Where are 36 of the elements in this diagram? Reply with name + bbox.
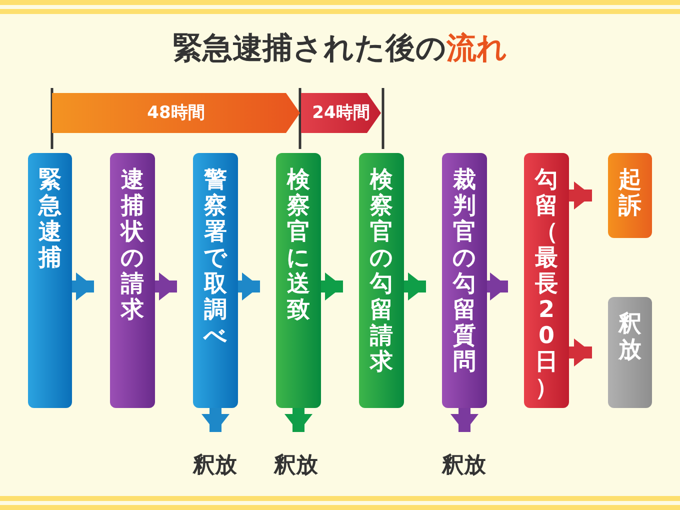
step-label: 逮捕状の請求 [118,167,146,323]
arrow [321,272,343,300]
step-box [608,297,652,408]
arrow [284,408,312,432]
arrow [72,272,94,300]
outcome-label: 釈放 [434,450,494,480]
arrow [569,338,592,366]
step-label: 警察署で取調べ [202,167,228,349]
step-box [359,153,404,408]
step-label: 検察官の勾留請求 [368,167,394,375]
step-box [28,153,72,408]
arrow [238,272,260,300]
time-band [301,93,381,133]
arrow [155,272,177,300]
arrow [569,182,592,210]
time-label: 48時間 [146,102,206,125]
step-label: 緊急逮捕 [36,167,62,271]
step-label: 釈放 [617,311,642,363]
arrow [487,272,508,300]
step-box [110,153,155,408]
step-box [193,153,238,408]
outcome-label: 釈放 [185,450,245,480]
outcome-label: 釈放 [266,450,326,480]
title: 緊急逮捕された後の流れ [172,30,508,68]
step-box [442,153,487,408]
step-box [524,153,569,408]
step-label: 勾留（最長20日） [534,167,559,401]
arrow [450,408,478,432]
step-label: 起訴 [617,167,642,219]
step-box [276,153,321,408]
time-label: 24時間 [311,102,371,125]
arrow [202,408,230,432]
arrow [404,272,426,300]
step-box [608,153,652,238]
step-label: 裁判官の勾留質問 [452,167,478,375]
step-label: 検察官に送致 [286,167,312,323]
